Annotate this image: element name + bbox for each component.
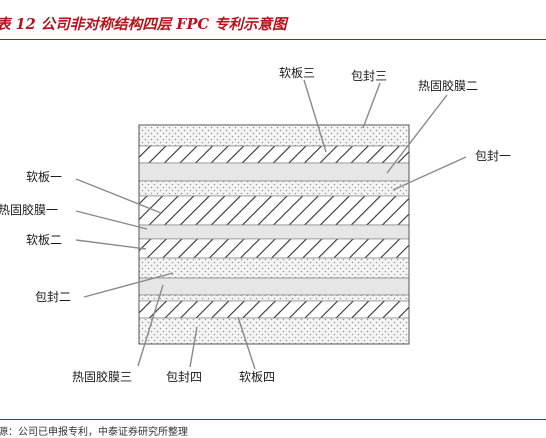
leader-bottom-2 xyxy=(237,316,256,370)
source-note: 源：公司已申报专利，中泰证券研究所整理 xyxy=(0,427,188,438)
label-bottom-0: 热固胶膜三 xyxy=(72,369,132,384)
label-top-0: 软板三 xyxy=(279,66,315,80)
leader-left-3 xyxy=(83,272,174,298)
leader-left-0 xyxy=(75,178,162,214)
leader-bottom-0 xyxy=(137,284,164,367)
leader-lines xyxy=(75,79,467,370)
title-rule xyxy=(0,39,546,40)
layer-labels: 软板三 包封三 热固胶膜二 包封一 软板一 热固胶膜一 软板二 包封二 热固胶膜… xyxy=(0,66,511,384)
footer-rule xyxy=(0,419,546,420)
layer-1-hatch xyxy=(138,145,410,164)
layer-11-dots xyxy=(138,317,410,345)
label-left-2: 软板二 xyxy=(26,233,62,247)
leader-left-1 xyxy=(75,210,148,230)
leader-top-0 xyxy=(303,79,327,153)
label-bottom-2: 软板四 xyxy=(239,370,275,384)
label-bottom-1: 包封四 xyxy=(166,370,202,384)
label-left-3: 包封二 xyxy=(35,290,71,304)
layer-4-hatch xyxy=(138,195,410,226)
layer-10-hatch xyxy=(138,300,410,319)
layer-3-dots xyxy=(138,180,410,197)
label-top-1: 包封三 xyxy=(351,69,387,83)
layer-9-dots xyxy=(138,294,410,302)
layer-6-hatch xyxy=(138,238,410,259)
label-left-0: 软板一 xyxy=(26,170,62,184)
layer-0-dots xyxy=(138,124,410,147)
layer-8-adhesive xyxy=(138,277,410,296)
layer-5-adhesive xyxy=(138,224,410,240)
figure-title: 表 12 公司非对称结构四层 FPC 专利示意图 xyxy=(0,16,287,33)
leader-bottom-1 xyxy=(189,326,198,368)
leader-top-1 xyxy=(362,82,381,129)
label-top-2: 热固胶膜二 xyxy=(418,78,478,93)
title-bar: 表 12 公司非对称结构四层 FPC 专利示意图 xyxy=(0,0,546,40)
label-right-0: 包封一 xyxy=(475,149,511,163)
stack-outline xyxy=(138,124,410,345)
label-left-1: 热固胶膜一 xyxy=(0,202,58,217)
layer-2-adhesive xyxy=(138,162,410,182)
leader-left-2 xyxy=(75,239,147,250)
leader-right-0 xyxy=(392,156,467,191)
leader-top-2 xyxy=(386,94,448,174)
layer-stack xyxy=(138,124,410,345)
layer-7-dots xyxy=(138,257,410,279)
